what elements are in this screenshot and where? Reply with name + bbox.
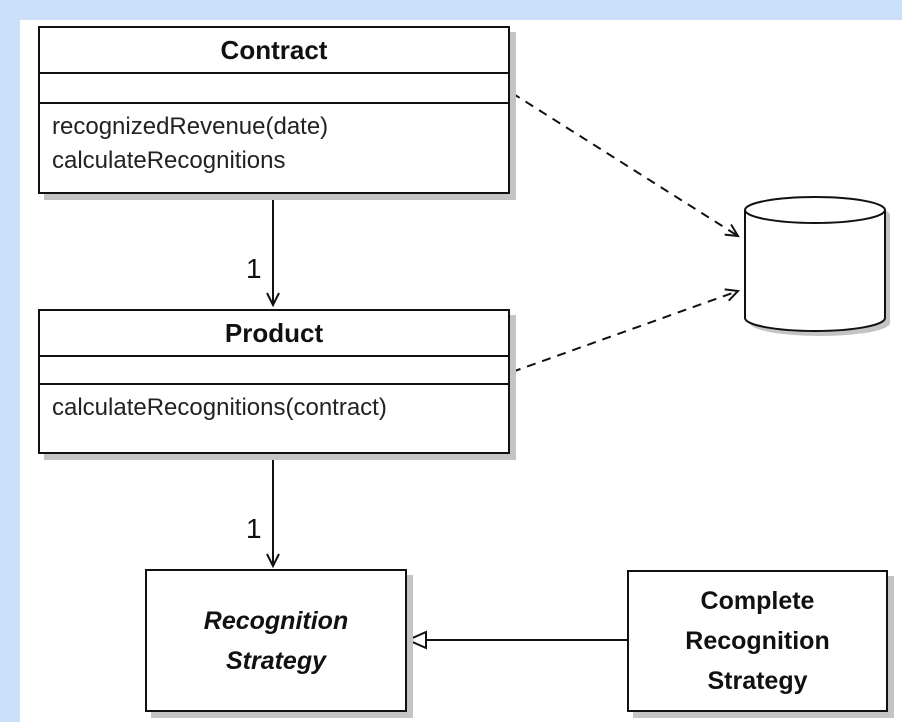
complete-recognition-strategy-class[interactable]: Complete Recognition Strategy xyxy=(627,570,888,712)
contract-database-dependency xyxy=(511,92,738,236)
complete-strategy-name-line: Strategy xyxy=(707,667,808,695)
complete-strategy-name-line: Recognition xyxy=(685,627,830,655)
operation: calculateRecognitions xyxy=(52,147,286,174)
product-operations: calculateRecognitions(contract) xyxy=(40,385,508,431)
product-database-dependency xyxy=(511,291,738,373)
recognition-strategy-name-line: Recognition xyxy=(203,606,349,635)
complete-strategy-name-line: Complete xyxy=(700,587,815,615)
recognition-strategy-class[interactable]: Recognition Strategy xyxy=(145,569,407,712)
contract-class-name: Contract xyxy=(40,28,508,74)
contract-product-multiplicity: 1 xyxy=(246,253,262,284)
contract-class[interactable]: Contract recognizedRevenue(date) calcula… xyxy=(38,26,510,194)
contract-attributes xyxy=(40,74,508,104)
recognition-strategy-name-line: Strategy xyxy=(225,646,327,675)
product-strategy-multiplicity: 1 xyxy=(246,513,262,544)
product-class-name: Product xyxy=(40,311,508,357)
contract-operations: recognizedRevenue(date) calculateRecogni… xyxy=(40,104,508,184)
product-class[interactable]: Product calculateRecognitions(contract) xyxy=(38,309,510,454)
operation: recognizedRevenue(date) xyxy=(52,113,329,140)
product-attributes xyxy=(40,357,508,385)
operation: calculateRecognitions(contract) xyxy=(52,394,387,421)
database-icon xyxy=(744,196,886,332)
